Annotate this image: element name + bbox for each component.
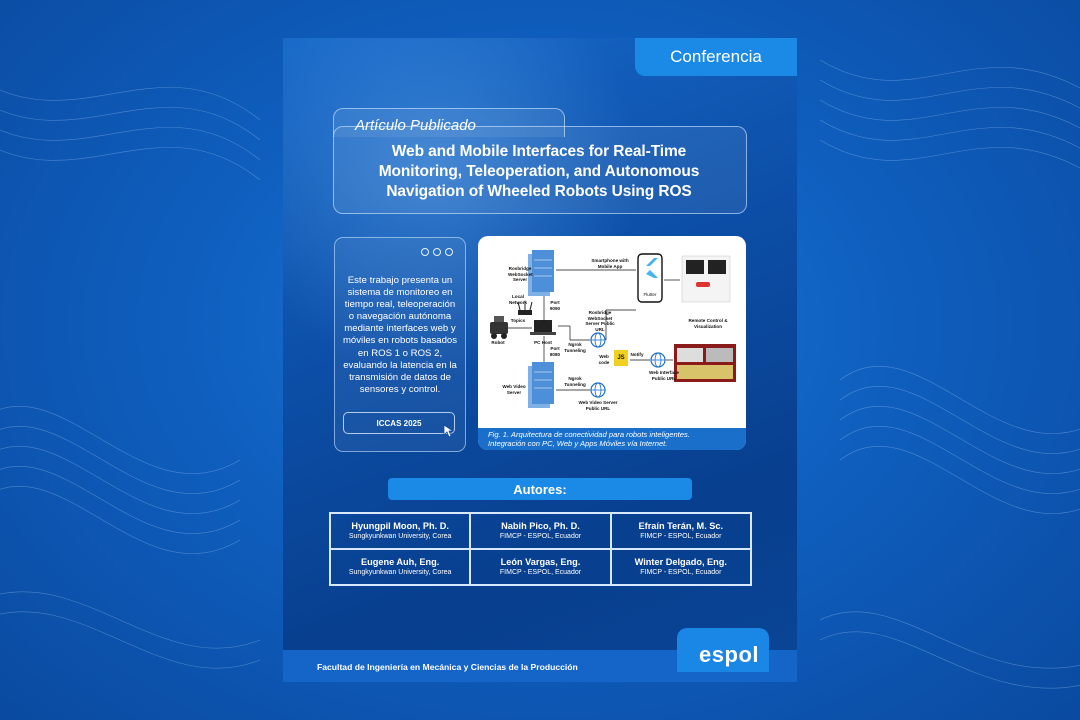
laptop-icon — [530, 320, 556, 335]
author-affiliation: Sungkyunkwan University, Corea — [348, 533, 452, 540]
wave-mesh-left — [0, 87, 261, 669]
web-video-server-label: Web Video Server — [502, 384, 526, 395]
author-cell: Eugene Auh, Eng. Sungkyunkwan University… — [330, 549, 471, 585]
author-name: Nabih Pico, Ph. D. — [501, 521, 580, 531]
server-icon — [528, 250, 554, 296]
web-code-label: Web code — [598, 354, 610, 365]
poster: Conferencia Artículo Publicado Web and M… — [283, 38, 797, 682]
cursor-icon — [443, 424, 455, 438]
author-cell: Nabih Pico, Ph. D. FIMCP - ESPOL, Ecuado… — [470, 513, 611, 549]
notify-label: Notify — [630, 352, 644, 357]
port-8080-label: Port 8080 — [549, 346, 561, 357]
robot-label: Robot — [491, 340, 505, 345]
event-button[interactable]: ICCAS 2025 — [343, 412, 455, 434]
title-tab — [333, 108, 565, 137]
author-name: Hyungpil Moon, Ph. D. — [351, 521, 449, 531]
espol-logo: espol — [699, 642, 759, 667]
author-name: Winter Delgado, Eng. — [634, 557, 727, 567]
wave-mesh-right — [819, 59, 1080, 689]
author-name: Eugene Auh, Eng. — [361, 557, 440, 567]
rosbridge-server-label: Rosbridge WebSocket Server — [508, 266, 533, 282]
author-cell: Efraín Terán, M. Sc. FIMCP - ESPOL, Ecua… — [610, 513, 751, 549]
description-card: Este trabajo presenta un sistema de moni… — [334, 237, 466, 452]
title-box — [333, 126, 747, 214]
smartphone-label: Smartphone with Mobile App — [591, 258, 629, 269]
author-cell: León Vargas, Eng. FIMCP - ESPOL, Ecuador — [470, 549, 611, 585]
author-affiliation: FIMCP - ESPOL, Ecuador — [499, 569, 582, 576]
ngrok-tunneling-label-1: Ngrok Tunneling — [564, 342, 586, 353]
author-affiliation: FIMCP - ESPOL, Ecuador — [640, 533, 722, 540]
server-icon — [528, 362, 554, 408]
rosbridge-public-url-label: Rosbridge WebSocket Server Public URL — [585, 310, 615, 332]
local-network-label: Local Network — [508, 294, 528, 305]
window-dots-icon — [421, 248, 453, 256]
ngrok-tunneling-label-2: Ngrok Tunneling — [564, 376, 586, 387]
javascript-icon — [614, 350, 628, 366]
pc-host-label: PC Host — [534, 340, 552, 345]
logo-tab — [677, 628, 769, 672]
description-text: Este trabajo presenta un sistema de moni… — [342, 275, 458, 395]
authors-heading: Autores: — [388, 478, 692, 500]
paper-title: Web and Mobile Interfaces for Real-Time … — [341, 142, 737, 202]
flutter-label: Flutter — [643, 292, 657, 297]
paper-title-line-1: Web and Mobile Interfaces for Real-Time — [391, 143, 687, 160]
faculty-name: Facultad de Ingeniería en Mecánica y Cie… — [317, 662, 578, 672]
globe-icon — [590, 382, 606, 398]
figure-caption-line-1: Fig. 1. Arquitectura de conectividad par… — [488, 430, 690, 439]
author-cell: Hyungpil Moon, Ph. D. Sungkyunkwan Unive… — [330, 513, 471, 549]
figure-caption: Fig. 1. Arquitectura de conectividad par… — [478, 428, 746, 450]
globe-icon — [650, 352, 666, 368]
author-affiliation: FIMCP - ESPOL, Ecuador — [499, 533, 582, 540]
port-9090-label: Port 9090 — [549, 300, 561, 311]
web-video-public-url-label: Web Video Server Public URL — [578, 400, 618, 411]
author-affiliation: FIMCP - ESPOL, Ecuador — [640, 569, 722, 576]
author-name: Efraín Terán, M. Sc. — [638, 521, 724, 531]
authors-table: Hyungpil Moon, Ph. D. Sungkyunkwan Unive… — [329, 512, 752, 586]
web-interface-screenshot — [674, 344, 736, 382]
router-icon — [517, 301, 533, 315]
published-article-label: Artículo Publicado — [355, 117, 476, 134]
paper-title-line-2: Monitoring, Teleoperation, and Autonomou… — [378, 163, 700, 180]
figure-caption-line-2: Integración con PC, Web y Apps Móviles v… — [488, 439, 668, 448]
author-name: León Vargas, Eng. — [500, 557, 581, 567]
smartphone-icon — [637, 253, 663, 303]
author-cell: Winter Delgado, Eng. FIMCP - ESPOL, Ecua… — [610, 549, 751, 585]
conference-badge: Conferencia — [635, 38, 797, 76]
globe-icon — [590, 332, 606, 348]
web-interface-label: Web Interface Public URL — [648, 370, 680, 381]
topics-label: Topics — [510, 318, 526, 323]
paper-title-line-3: Navigation of Wheeled Robots Using ROS — [386, 183, 692, 200]
robot-icon — [490, 316, 508, 339]
remote-control-label: Remote Control & Visualization — [688, 318, 728, 329]
author-affiliation: Sungkyunkwan University, Corea — [348, 569, 452, 576]
architecture-figure: Rosbridge WebSocket Server Local Network… — [478, 236, 746, 450]
js-label: JS — [617, 355, 625, 361]
remote-control-screenshot — [681, 255, 731, 303]
architecture-diagram — [490, 250, 736, 408]
